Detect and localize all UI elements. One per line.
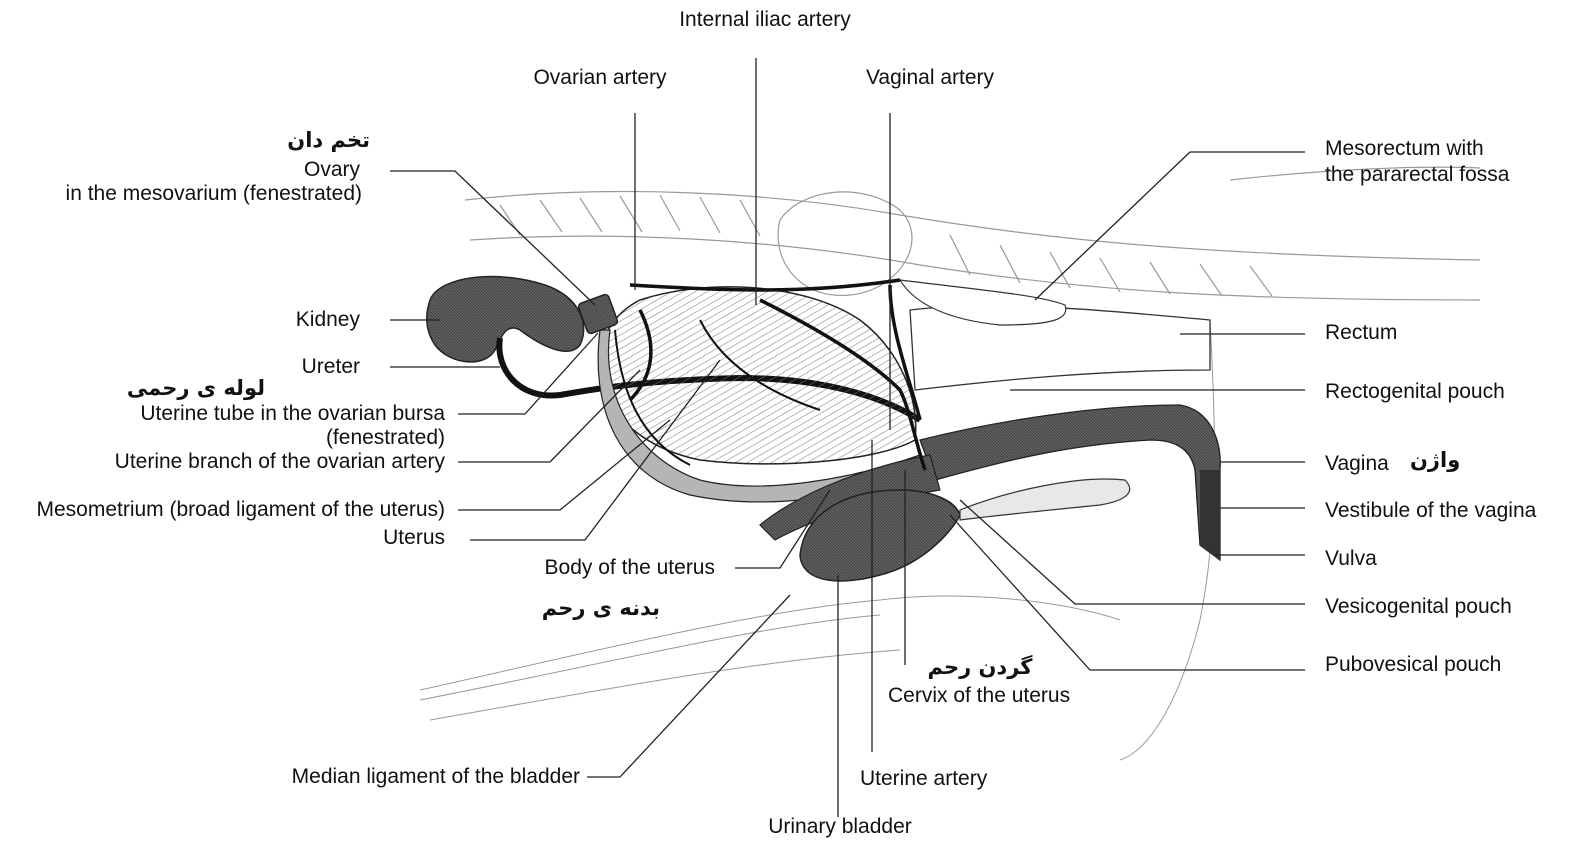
label-vestibule: Vestibule of the vagina [1325,499,1536,523]
label-uterine-artery: Uterine artery [860,767,987,791]
vertebral-column [465,167,1480,300]
label-ovary: Ovary [200,158,360,182]
label-vagina: Vagina [1325,452,1389,476]
label-ovary-fa: تخم دان [230,128,370,152]
label-mesorectum: Mesorectum with [1325,137,1484,161]
label-pubovesical: Pubovesical pouch [1325,653,1501,677]
label-uterine-branch: Uterine branch of the ovarian artery [30,450,445,474]
label-body-uterus-fa: بدنه ی رحم [510,596,660,620]
label-kidney: Kidney [220,308,360,332]
label-uterine-tube-sub: (fenestrated) [260,426,445,450]
label-mesometrium: Mesometrium (broad ligament of the uteru… [0,498,445,522]
label-uterine-tube-fa: لوله ی رحمی [100,376,265,400]
label-vulva: Vulva [1325,547,1377,571]
label-median-ligament: Median ligament of the bladder [230,765,580,789]
label-internal-iliac-artery: Internal iliac artery [660,8,870,32]
label-uterine-tube: Uterine tube in the ovarian bursa [60,402,445,426]
label-rectum: Rectum [1325,321,1397,345]
label-body-uterus: Body of the uterus [470,556,715,580]
label-vesicogenital: Vesicogenital pouch [1325,595,1512,619]
label-vaginal-artery: Vaginal artery [850,66,1010,90]
label-ovary-sub: in the mesovarium (fenestrated) [20,182,362,206]
pubic-bone-shape [960,479,1130,520]
label-uterus: Uterus [300,526,445,550]
kidney-shape [427,277,584,362]
label-rectogenital: Rectogenital pouch [1325,380,1505,404]
label-urinary-bladder: Urinary bladder [730,815,950,839]
label-vagina-fa: واژن [1410,448,1460,472]
vestibule-shape [1200,470,1220,560]
label-ovarian-artery: Ovarian artery [515,66,685,90]
label-cervix: Cervix of the uterus [888,684,1070,708]
label-cervix-fa: گردن رحم [905,655,1055,679]
label-mesorectum-sub: the pararectal fossa [1325,163,1509,187]
